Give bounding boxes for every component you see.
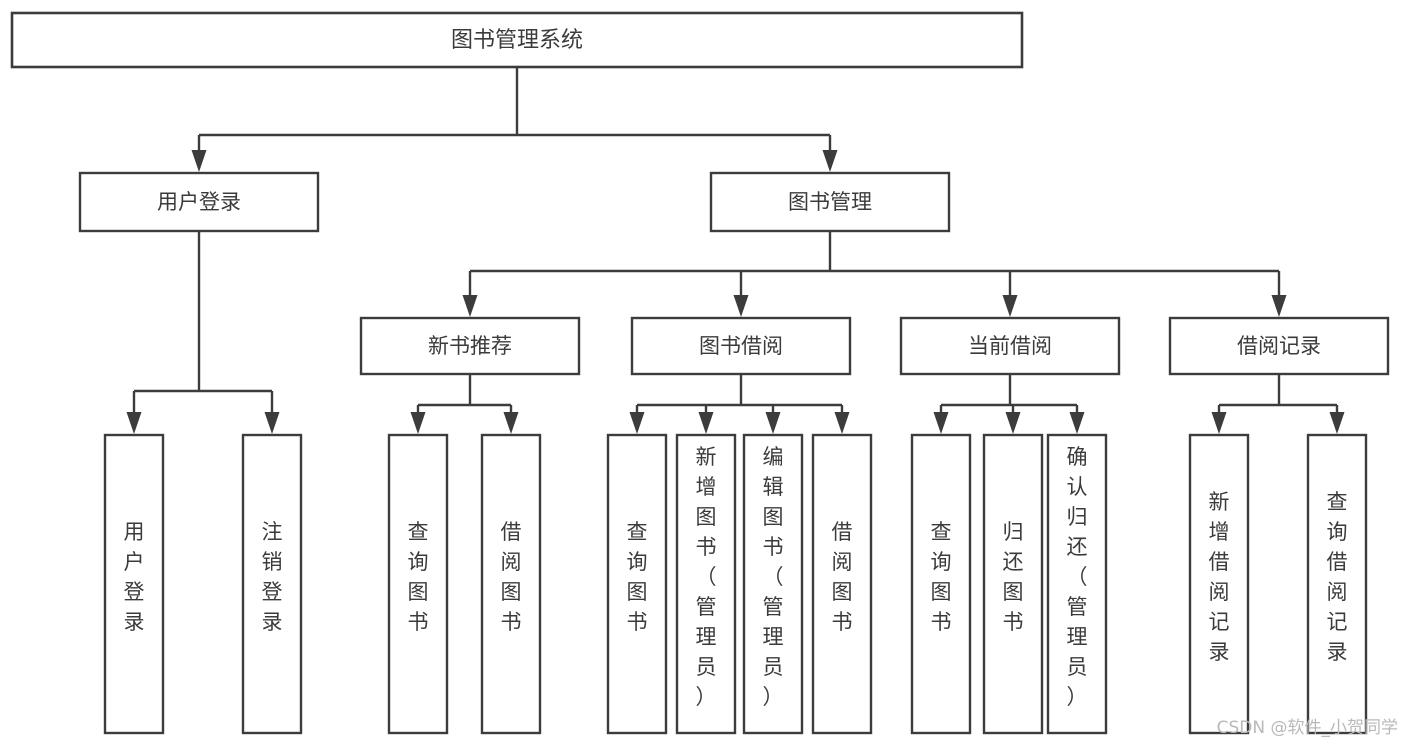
node-label: 用户登录 xyxy=(157,190,241,214)
node-leaf-add-borrow-record[interactable]: 新增借阅记录 xyxy=(1188,433,1250,735)
node-label: 用户登录 xyxy=(124,520,145,634)
arrow-head-icon xyxy=(765,412,781,434)
node-box[interactable] xyxy=(359,316,581,376)
node-leaf-borrow-book[interactable]: 借阅图书 xyxy=(811,433,873,735)
connector-book-management-to-level2 xyxy=(462,231,1287,317)
node-label: 新增图书（管理员） xyxy=(696,445,717,709)
node-book-borrow[interactable]: 图书借阅 xyxy=(630,316,852,376)
node-leaf-return-book[interactable]: 归还图书 xyxy=(982,433,1044,735)
node-box[interactable] xyxy=(630,316,852,376)
node-label: 借阅图书 xyxy=(832,520,853,634)
node-box[interactable] xyxy=(103,433,165,735)
arrow-head-icon xyxy=(126,412,142,434)
node-borrow-record[interactable]: 借阅记录 xyxy=(1168,316,1390,376)
arrow-head-icon xyxy=(1069,412,1085,434)
arrow-head-icon xyxy=(629,412,645,434)
node-current-borrow[interactable]: 当前借阅 xyxy=(899,316,1121,376)
node-leaf-query-book[interactable]: 查询图书 xyxy=(606,433,668,735)
node-box[interactable] xyxy=(1188,433,1250,735)
connector-book-borrow-to-leaves xyxy=(629,374,850,434)
connector-user-login-to-leaves xyxy=(126,231,280,434)
connector-current-borrow-to-leaves xyxy=(933,374,1085,434)
node-label: 借阅记录 xyxy=(1237,334,1321,358)
watermark-label: CSDN @软件_小贺同学 xyxy=(1217,718,1398,738)
node-layer: 图书管理系统用户登录图书管理新书推荐图书借阅当前借阅借阅记录用户登录注销登录查询… xyxy=(10,11,1390,735)
node-box[interactable] xyxy=(78,171,320,233)
node-label: 当前借阅 xyxy=(968,334,1052,358)
node-label: 查询借阅记录 xyxy=(1327,490,1348,664)
node-label: 注销登录 xyxy=(262,520,283,634)
node-leaf-borrow-book-recommend[interactable]: 借阅图书 xyxy=(480,433,542,735)
node-label: 编辑图书（管理员） xyxy=(763,445,784,709)
node-leaf-query-borrow-record[interactable]: 查询借阅记录 xyxy=(1306,433,1368,735)
arrow-head-icon xyxy=(822,150,838,172)
node-box[interactable] xyxy=(742,433,804,735)
arrow-head-icon xyxy=(933,412,949,434)
node-label: 借阅图书 xyxy=(501,520,522,634)
arrow-head-icon xyxy=(462,295,478,317)
node-box[interactable] xyxy=(899,316,1121,376)
node-label: 查询图书 xyxy=(408,520,429,634)
node-box[interactable] xyxy=(709,171,951,233)
node-leaf-user-login[interactable]: 用户登录 xyxy=(103,433,165,735)
node-box[interactable] xyxy=(387,433,449,735)
node-label: 图书管理 xyxy=(788,190,872,214)
arrow-head-icon xyxy=(503,412,519,434)
node-label: 查询图书 xyxy=(627,520,648,634)
arrow-head-icon xyxy=(191,150,207,172)
node-leaf-user-logout[interactable]: 注销登录 xyxy=(241,433,303,735)
node-leaf-query-book-current[interactable]: 查询图书 xyxy=(910,433,972,735)
arrow-head-icon xyxy=(834,412,850,434)
arrow-head-icon xyxy=(1005,412,1021,434)
arrow-head-icon xyxy=(1002,295,1018,317)
node-new-book-recommend[interactable]: 新书推荐 xyxy=(359,316,581,376)
node-root[interactable]: 图书管理系统 xyxy=(10,11,1024,69)
arrow-head-icon xyxy=(410,412,426,434)
node-book-management[interactable]: 图书管理 xyxy=(709,171,951,233)
node-box[interactable] xyxy=(606,433,668,735)
node-leaf-add-book-admin[interactable]: 新增图书（管理员） xyxy=(675,433,737,735)
node-label: 图书管理系统 xyxy=(451,28,583,53)
node-label: 图书借阅 xyxy=(699,334,783,358)
node-label: 新增借阅记录 xyxy=(1209,490,1230,664)
arrow-head-icon xyxy=(733,295,749,317)
node-box[interactable] xyxy=(1046,433,1108,735)
node-label: 确认归还（管理员） xyxy=(1067,445,1088,709)
connector-root-to-level1 xyxy=(191,67,838,172)
arrow-head-icon xyxy=(1329,412,1345,434)
node-leaf-edit-book-admin[interactable]: 编辑图书（管理员） xyxy=(742,433,804,735)
node-leaf-confirm-return-admin[interactable]: 确认归还（管理员） xyxy=(1046,433,1108,735)
node-label: 新书推荐 xyxy=(428,334,512,358)
node-label: 归还图书 xyxy=(1003,520,1024,634)
node-box[interactable] xyxy=(241,433,303,735)
connector-new-book-recommend-to-leaves xyxy=(410,374,519,434)
node-box[interactable] xyxy=(982,433,1044,735)
node-box[interactable] xyxy=(910,433,972,735)
connector-layer xyxy=(126,67,1345,434)
arrow-head-icon xyxy=(264,412,280,434)
node-leaf-query-book-recommend[interactable]: 查询图书 xyxy=(387,433,449,735)
node-box[interactable] xyxy=(480,433,542,735)
connector-borrow-record-to-leaves xyxy=(1211,374,1345,434)
node-user-login[interactable]: 用户登录 xyxy=(78,171,320,233)
node-box[interactable] xyxy=(1306,433,1368,735)
arrow-head-icon xyxy=(698,412,714,434)
node-box[interactable] xyxy=(675,433,737,735)
node-label: 查询图书 xyxy=(931,520,952,634)
node-box[interactable] xyxy=(811,433,873,735)
node-box[interactable] xyxy=(1168,316,1390,376)
arrow-head-icon xyxy=(1271,295,1287,317)
node-box[interactable] xyxy=(10,11,1024,69)
arrow-head-icon xyxy=(1211,412,1227,434)
